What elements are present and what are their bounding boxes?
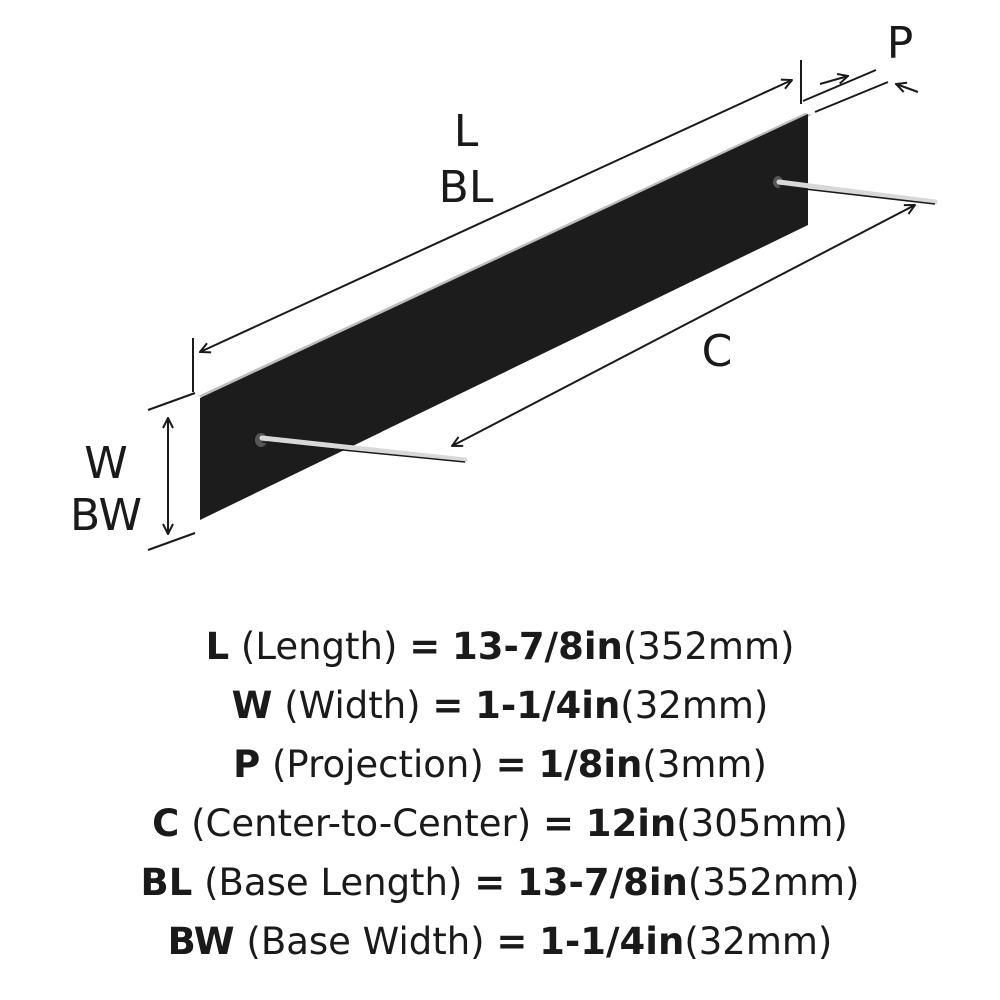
spec-equals: = bbox=[495, 743, 527, 786]
spec-imperial: 13-7/8in bbox=[517, 861, 688, 904]
spec-width: W (Width) = 1-1/4in(32mm) bbox=[0, 676, 1000, 735]
handle-bar bbox=[200, 114, 808, 520]
right-mounting-screw bbox=[776, 179, 938, 205]
spec-equals: = bbox=[474, 861, 506, 904]
spec-metric: (32mm) bbox=[684, 920, 833, 963]
label-length: L bbox=[454, 106, 479, 157]
label-center-to-center: C bbox=[702, 326, 733, 377]
dimension-diagram: L BL P C W BW bbox=[70, 18, 938, 551]
label-base-width: BW bbox=[70, 490, 142, 541]
spec-name: (Center-to-Center) bbox=[191, 802, 532, 845]
spec-imperial: 1/8in bbox=[538, 743, 643, 786]
spec-code: C bbox=[152, 802, 180, 845]
spec-name: (Projection) bbox=[271, 743, 484, 786]
width-extension-bottom bbox=[147, 532, 196, 551]
spec-equals: = bbox=[496, 920, 528, 963]
spec-name: (Length) bbox=[240, 625, 398, 668]
spec-equals: = bbox=[542, 802, 574, 845]
projection-arrow-left bbox=[819, 76, 848, 85]
spec-metric: (3mm) bbox=[642, 743, 767, 786]
specification-list: L (Length) = 13-7/8in(352mm) W (Width) =… bbox=[0, 617, 1000, 971]
spec-equals: = bbox=[409, 625, 441, 668]
left-screw-outline bbox=[261, 441, 466, 463]
projection-extension-1 bbox=[802, 69, 877, 102]
spec-code: P bbox=[233, 743, 261, 786]
projection-arrow-right bbox=[896, 84, 919, 93]
width-extension-top bbox=[147, 392, 196, 411]
spec-name: (Base Length) bbox=[204, 861, 463, 904]
spec-imperial: 1-1/4in bbox=[475, 684, 621, 727]
center-dimension-line bbox=[452, 205, 915, 446]
spec-code: BL bbox=[140, 861, 193, 904]
spec-code: W bbox=[231, 684, 273, 727]
spec-projection: P (Projection) = 1/8in(3mm) bbox=[0, 735, 1000, 794]
spec-length: L (Length) = 13-7/8in(352mm) bbox=[0, 617, 1000, 676]
spec-name: (Width) bbox=[284, 684, 421, 727]
spec-imperial: 13-7/8in bbox=[451, 625, 623, 668]
spec-metric: (305mm) bbox=[676, 802, 848, 845]
left-mounting-screw bbox=[259, 435, 468, 463]
spec-code: L bbox=[205, 625, 230, 668]
spec-imperial: 1-1/4in bbox=[539, 920, 685, 963]
label-base-length: BL bbox=[439, 162, 494, 213]
label-projection: P bbox=[887, 18, 914, 69]
label-width: W bbox=[84, 438, 128, 489]
spec-base-width: BW (Base Width) = 1-1/4in(32mm) bbox=[0, 912, 1000, 971]
spec-metric: (352mm) bbox=[622, 625, 795, 668]
projection-extension-2 bbox=[814, 81, 889, 113]
spec-code: BW bbox=[167, 920, 235, 963]
spec-metric: (352mm) bbox=[687, 861, 860, 904]
spec-center-to-center: C (Center-to-Center) = 12in(305mm) bbox=[0, 794, 1000, 853]
right-screw-outline bbox=[778, 185, 936, 205]
spec-name: (Base Width) bbox=[246, 920, 485, 963]
spec-base-length: BL (Base Length) = 13-7/8in(352mm) bbox=[0, 853, 1000, 912]
spec-imperial: 12in bbox=[585, 802, 677, 845]
spec-metric: (32mm) bbox=[620, 684, 769, 727]
spec-equals: = bbox=[432, 684, 464, 727]
